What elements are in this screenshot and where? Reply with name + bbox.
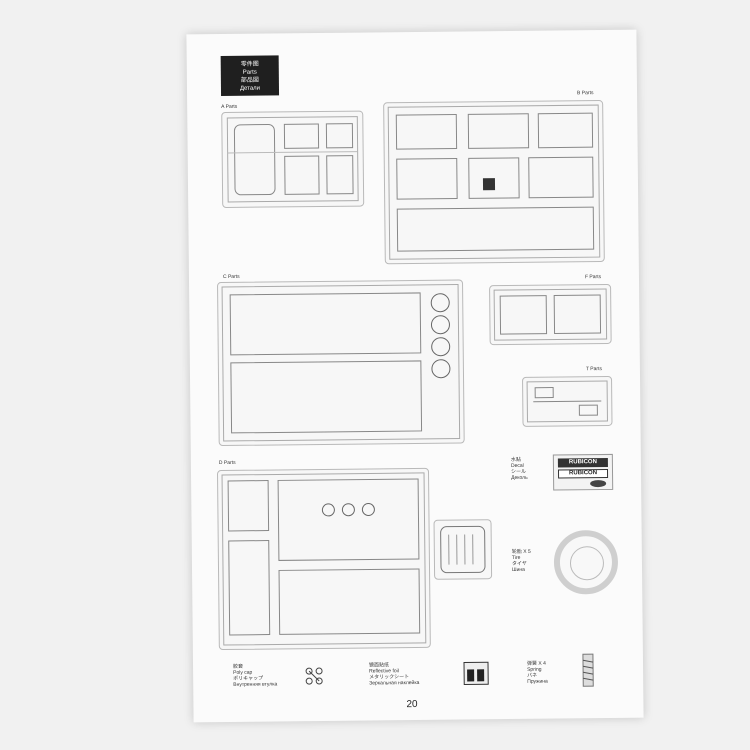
instruction-page: 零件图 Parts 部品図 Детали A Parts B Parts <box>186 29 644 723</box>
poly-cap-icon <box>305 667 323 685</box>
tire-icon <box>553 529 619 595</box>
panel-d-parts <box>216 467 431 651</box>
d-parts-sprue-drawing <box>221 472 427 646</box>
decal-logo-1: RUBICON <box>557 457 608 468</box>
spring-icon <box>582 653 594 687</box>
label-t-parts: T Parts <box>585 366 603 373</box>
label-a-parts: A Parts <box>221 103 238 111</box>
f-parts-sprue-drawing <box>493 288 608 341</box>
parts-header: 零件图 Parts 部品図 Детали <box>220 55 280 97</box>
reflective-foil-icon <box>463 661 489 686</box>
panel-b-parts <box>383 100 605 265</box>
c-parts-sprue-drawing <box>221 284 461 442</box>
panel-c-parts <box>217 279 465 447</box>
decal-logo-2: RUBICON <box>557 468 609 479</box>
label-f-parts: F Parts <box>584 274 602 281</box>
panel-f-parts <box>489 283 612 346</box>
b-parts-sprue-drawing <box>387 104 601 260</box>
panel-a-parts <box>221 110 365 209</box>
panel-d-grille <box>433 519 493 580</box>
decal-sheet: RUBICON RUBICON <box>552 453 614 491</box>
decal-icon <box>590 480 607 488</box>
a-parts-sprue-drawing <box>226 116 359 203</box>
page-number: 20 <box>406 698 418 711</box>
label-c-parts: C Parts <box>222 273 240 281</box>
panel-t-parts <box>522 375 613 427</box>
grille-drawing <box>440 525 486 574</box>
label-d-parts: D Parts <box>218 459 236 467</box>
t-parts-sprue-drawing <box>526 380 608 423</box>
header-line-4: Детали <box>239 85 261 92</box>
label-b-parts: B Parts <box>577 90 594 97</box>
